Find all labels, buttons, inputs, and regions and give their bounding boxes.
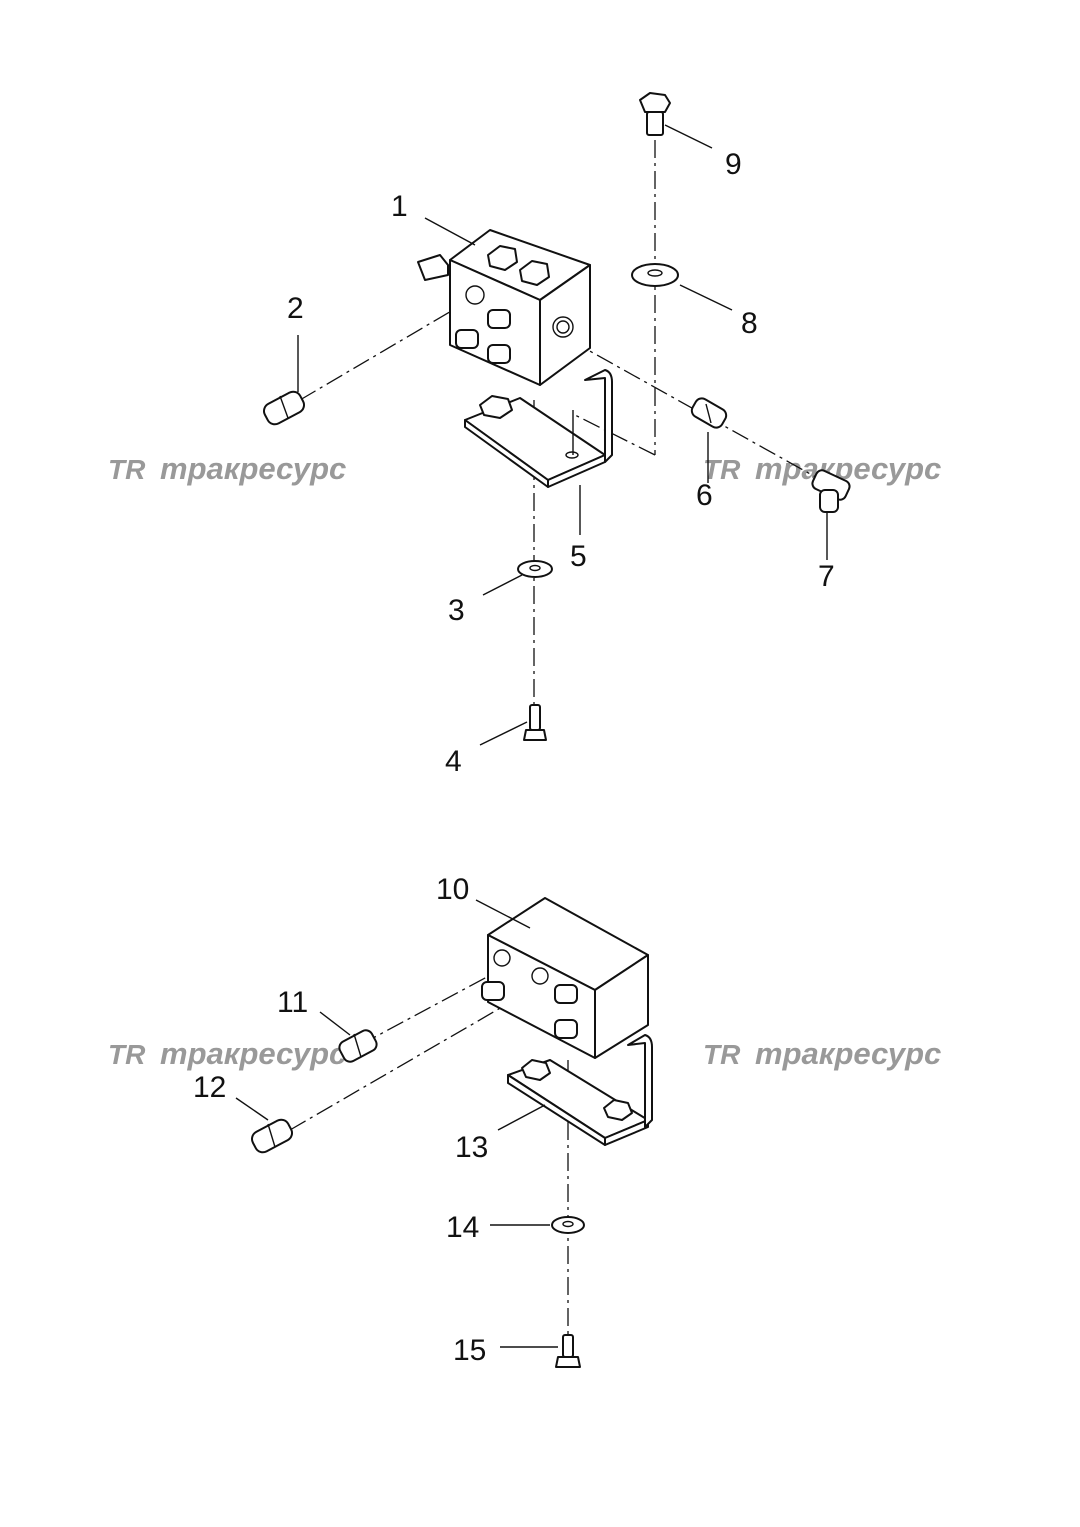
washer-part-8	[631, 263, 679, 287]
watermark-left-top: TR тракресурс	[108, 451, 346, 486]
label-part-9: 9	[725, 148, 742, 181]
watermark-logo: TR	[703, 1039, 741, 1070]
bolt-part-9	[639, 92, 671, 136]
bolt-part-4	[523, 704, 547, 741]
adapter-part-6	[690, 397, 728, 429]
adapter-part-12	[250, 1118, 294, 1154]
label-part-7: 7	[818, 560, 835, 593]
label-part-11: 11	[277, 986, 308, 1019]
fitting	[455, 309, 511, 364]
watermark-right-top: TR тракресурс	[703, 451, 941, 486]
adapter-part-2	[262, 390, 306, 426]
watermark-text: тракресурс	[755, 1036, 941, 1071]
valve-block-part-10	[481, 897, 649, 1059]
watermark-logo: TR	[108, 1039, 146, 1070]
label-part-12: 12	[193, 1071, 226, 1104]
watermark-text: тракресурс	[160, 1036, 346, 1071]
label-part-5: 5	[570, 540, 587, 573]
label-part-1: 1	[391, 190, 408, 223]
valve-block-part-1	[417, 229, 591, 419]
label-part-3: 3	[448, 594, 465, 627]
washer-part-3	[517, 560, 553, 578]
watermark-text: тракресурс	[160, 451, 346, 486]
label-part-2: 2	[287, 292, 304, 325]
label-part-13: 13	[455, 1131, 488, 1164]
watermark-left-bottom: TR тракресурс	[108, 1036, 346, 1071]
label-part-6: 6	[696, 479, 713, 512]
bolt-part-15	[555, 1334, 581, 1368]
assembly-axes-lower	[289, 969, 569, 1345]
leader-lines	[235, 124, 828, 1348]
label-part-14: 14	[446, 1211, 479, 1244]
washer-part-14	[551, 1216, 585, 1234]
bracket-part-13	[507, 1034, 653, 1146]
label-part-10: 10	[436, 873, 469, 906]
label-part-15: 15	[453, 1334, 486, 1367]
bracket-part-5	[464, 369, 613, 488]
watermark-right-bottom: TR тракресурс	[703, 1036, 941, 1071]
label-part-4: 4	[445, 745, 462, 778]
watermark-logo: TR	[108, 454, 146, 485]
watermark-text: тракресурс	[755, 451, 941, 486]
watermark-logo: TR	[703, 454, 741, 485]
adapter-part-11	[338, 1029, 378, 1063]
elbow-part-7	[811, 469, 851, 513]
part-labels: 1 2 3 4 5 6 7 8 9 10 11 12 13 14 15	[193, 148, 835, 1367]
label-part-8: 8	[741, 307, 758, 340]
